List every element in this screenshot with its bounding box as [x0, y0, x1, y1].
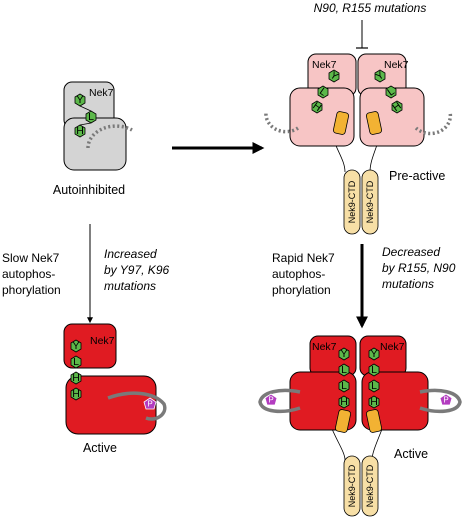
right-nek9-ctd	[361, 169, 379, 235]
right-phospho-site: P	[439, 393, 453, 406]
active-right-residues: Y L L H	[368, 347, 380, 409]
active-c-lobe	[65, 375, 157, 435]
left-nek9-ctd	[343, 169, 361, 235]
left-kinase-label: Nek7	[312, 59, 337, 71]
phospho-site: P	[143, 397, 157, 410]
right-helix	[366, 111, 382, 135]
active-left-kinase-label: Nek7	[312, 341, 337, 353]
left-ctd-label: Nek9-CTD	[347, 180, 357, 223]
svg-text:H: H	[370, 396, 378, 408]
svg-text:L: L	[371, 364, 377, 376]
left-residues: Y L H	[310, 69, 340, 114]
autoinhibited-label: Autoinhibited	[53, 183, 125, 197]
rapid-label-3: phorylation	[272, 283, 331, 297]
svg-text:H: H	[72, 372, 80, 384]
active-right-nek9-ctd	[361, 455, 379, 517]
increased-label-2: by Y97, K96	[104, 263, 169, 277]
active-right-helix	[366, 409, 382, 433]
svg-text:L: L	[341, 364, 347, 376]
svg-text:L: L	[371, 380, 377, 392]
active-residues: Y L H H	[70, 339, 82, 401]
left-phospho-site: P	[264, 393, 278, 406]
active-left-label: Active	[83, 441, 117, 455]
slow-label-3: phorylation	[2, 283, 61, 297]
active-right-ctd-label: Nek9-CTD	[365, 464, 375, 507]
increased-label-3: mutations	[104, 279, 156, 293]
active-left-residues: Y L L H	[338, 347, 350, 409]
active-dimer: P Nek7 P Nek7 Y L L H Y L	[258, 335, 462, 517]
active-right-label: Active	[394, 447, 428, 461]
svg-text:Y: Y	[72, 340, 79, 352]
svg-text:L: L	[385, 85, 397, 98]
kinase-label: Nek7	[89, 87, 114, 99]
residue-l: L	[85, 110, 97, 124]
svg-text:H: H	[340, 396, 348, 408]
rapid-label-1: Rapid Nek7	[272, 251, 335, 265]
active-kinase-label: Nek7	[90, 335, 115, 347]
active-left-helix	[335, 409, 351, 433]
svg-text:H: H	[76, 125, 84, 137]
rapid-label-2: autophos-	[272, 267, 325, 281]
residue-h: H	[74, 124, 86, 138]
svg-text:P: P	[147, 400, 152, 409]
preactive-dimer: Nek7 Nek7 Y L H Y L H Nek9-CTD Nek9-C	[264, 53, 453, 235]
right-kinase-label: Nek7	[384, 59, 409, 71]
decreased-label-3: mutations	[382, 277, 434, 291]
svg-text:L: L	[88, 111, 94, 123]
residue-y: Y	[74, 93, 86, 107]
top-mutations-label: N90, R155 mutations	[314, 1, 427, 15]
svg-text:L: L	[341, 380, 347, 392]
decreased-label-1: Decreased	[382, 245, 440, 259]
slow-label-1: Slow Nek7	[2, 251, 60, 265]
right-ctd-label: Nek9-CTD	[365, 180, 375, 223]
left-helix	[333, 111, 349, 135]
svg-text:Y: Y	[340, 348, 347, 360]
active-right-kinase-label: Nek7	[380, 341, 405, 353]
svg-text:P: P	[268, 396, 273, 405]
svg-text:Y: Y	[76, 94, 83, 106]
right-residues: Y L H	[374, 69, 404, 114]
active-left-nek9-ctd	[343, 455, 361, 517]
svg-text:H: H	[72, 388, 80, 400]
active-monomer: P Nek7 Y L H H	[63, 323, 167, 435]
increased-label-1: Increased	[104, 247, 157, 261]
decreased-label-2: by R155, N90	[382, 261, 456, 275]
svg-text:L: L	[73, 356, 79, 368]
autoinhibited-monomer: Nek7 Y L H	[63, 81, 133, 171]
svg-text:P: P	[443, 396, 448, 405]
preactive-label: Pre-active	[389, 169, 445, 183]
active-loop	[107, 391, 167, 421]
active-left-ctd-label: Nek9-CTD	[347, 464, 357, 507]
svg-text:L: L	[317, 85, 329, 98]
activation-loop	[86, 124, 133, 149]
c-lobe	[63, 117, 127, 171]
slow-label-2: autophos-	[2, 267, 55, 281]
svg-text:Y: Y	[370, 348, 377, 360]
